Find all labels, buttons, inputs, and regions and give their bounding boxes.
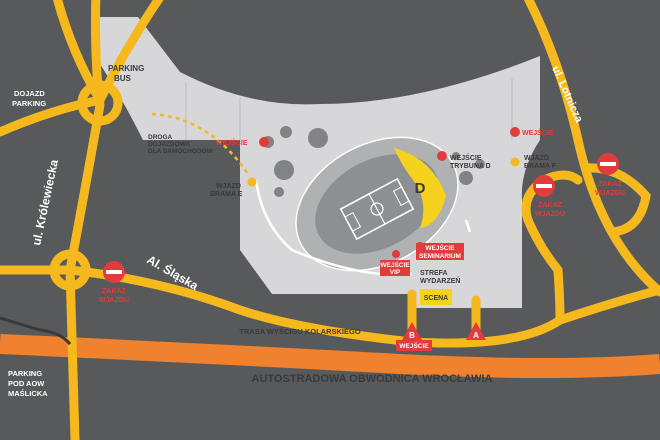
parking-bus-label-2: BUS [114,74,132,83]
parking-aow-label-3: MAŚLICKA [8,389,48,398]
service-road-dotted [151,112,250,175]
gate-e-marker[interactable] [247,177,257,187]
svg-text:WEJŚCIE: WEJŚCIE [380,260,410,269]
highway-label: AUTOSTRADOWA OBWODNICA WROCŁAWIA [252,373,493,385]
strefa-label-2: WYDARZEŃ [420,276,460,285]
wjazd-f-label-2: BRAMA F [524,163,557,170]
parking-aow-road [0,316,72,346]
scena-box [420,289,452,305]
no-entry-sign-lotnicza-2 [597,153,619,175]
gate-f-marker[interactable] [510,157,520,167]
trybuna-d-label-1: WEJŚCIE [450,153,482,162]
no-entry-sign-slaska [103,261,125,283]
dojazd-parking-label-1: DOJAZD [14,89,45,98]
wjazd-f-label-1: WJAZD [524,155,549,162]
wejscie-east-label: WEJŚCIE [522,128,554,137]
droga-label-3: DLA SAMOCHODÓW [148,146,214,155]
trasa-label: TRASA WYŚCIGU KOLARSKIEGO [239,327,361,336]
gate-a[interactable]: A [466,322,486,340]
strefa-label-1: STREFA [420,270,448,277]
entrance-marker-trybuna-d[interactable] [437,151,447,161]
entrance-marker-vip[interactable] [392,250,400,258]
svg-text:WEJŚCIE: WEJŚCIE [399,341,429,350]
dojazd-parking-label-2: PARKING [12,99,46,108]
zakaz-lotnicza-2-1: ZAKAZ [598,181,622,188]
zakaz-slaska-2: WJAZDU [99,297,129,304]
svg-text:SEMINARIUM: SEMINARIUM [419,253,461,260]
wjazd-e-label-1: WJAZD [216,183,241,190]
svg-text:A: A [473,331,479,340]
wejscie-west-label: WEJŚCIE [216,138,248,147]
parking-aow-label-1: PARKING [8,369,42,378]
wjazd-e-label-2: BRAMA E [210,191,243,198]
no-entry-sign-lotnicza-1 [533,175,555,197]
badge-gate-b-entrance: WEJŚCIE [396,340,432,351]
grey-circles [262,126,485,197]
parking-aow-label-2: POD AOW [8,379,45,388]
scena-label: SCENA [424,295,449,302]
entrance-marker-west[interactable] [259,137,269,147]
football-pitch [339,177,415,241]
zakaz-lotnicza-2-2: WJAZDU [595,190,625,197]
entrance-marker-east[interactable] [510,127,520,137]
highway-road [0,334,660,378]
svg-text:WEJŚCIE: WEJŚCIE [425,243,455,252]
tribune-d-label: D [415,180,426,197]
zakaz-slaska-1: ZAKAZ [102,288,126,295]
stadium-inner [315,154,439,254]
svg-text:VIP: VIP [390,269,401,276]
zakaz-lotnicza-1-1: ZAKAZ [538,202,562,209]
badge-seminarium: WEJŚCIE SEMINARIUM [416,243,464,260]
zakaz-lotnicza-1-2: WJAZDU [535,211,565,218]
badge-vip: WEJŚCIE VIP [380,260,410,276]
svg-text:B: B [409,331,415,340]
internal-drive [254,179,412,276]
gate-b[interactable]: B [402,322,422,340]
tribune-d [394,148,446,228]
parking-bus-label-1: PARKING [108,64,144,73]
trybuna-d-label-2: TRYBUNA D [450,163,491,170]
roundabouts [49,80,123,291]
droga-label-2: DOJAZDOWA [148,141,191,148]
droga-label-1: DROGA [148,134,173,141]
parking-bus-area [92,17,180,140]
